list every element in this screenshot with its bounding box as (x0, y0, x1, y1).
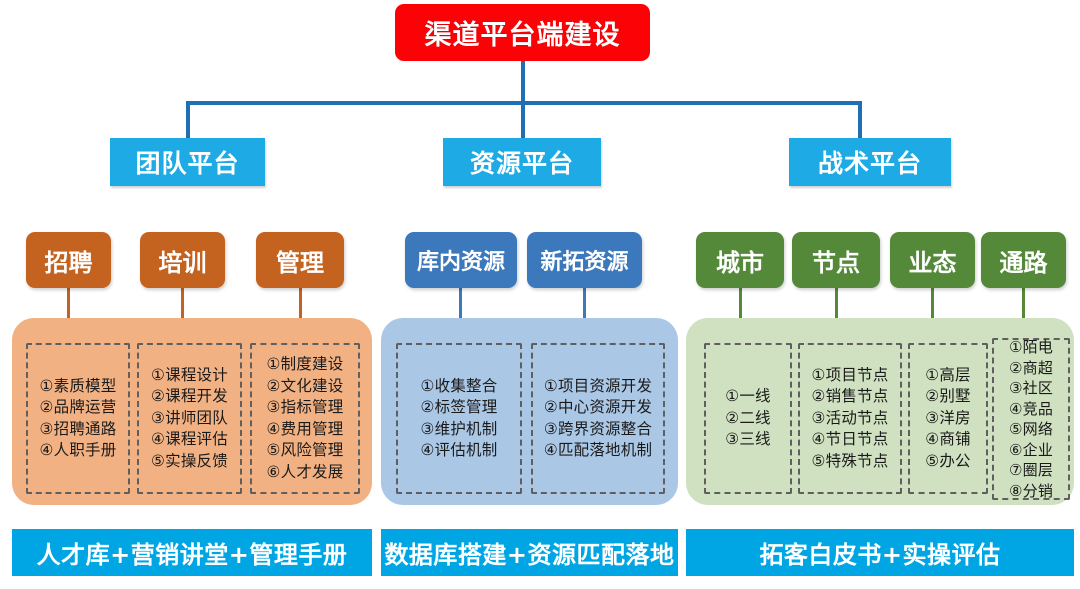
connector-chip-xintuo (583, 288, 586, 346)
chip-label: 培训 (158, 248, 207, 277)
detail-box-tactic-channel: ①陌电 ②商超 ③社区 ④竞品 ⑤网络 ⑥企业 ⑦圈层 ⑧分销 (992, 338, 1070, 500)
connector-root-stem (521, 61, 525, 104)
platform-box-resource[interactable]: 资源平台 (443, 138, 601, 186)
footer-banner-team: 人才库+营销讲堂+管理手册 (12, 529, 372, 576)
root-title-label: 渠道平台端建设 (424, 20, 621, 51)
panel-resource-platform (381, 318, 678, 505)
panel-team-platform (12, 318, 372, 505)
platform-box-tactic[interactable]: 战术平台 (789, 138, 951, 186)
connector-chip-peixun (181, 288, 184, 346)
chip-label: 招聘 (44, 248, 93, 277)
platform-label-team: 团队平台 (135, 149, 240, 178)
detail-box-resource-new: ①项目资源开发 ②中心资源开发 ③跨界资源整合 ④匹配落地机制 (531, 343, 665, 494)
chip-label: 业态 (908, 248, 957, 277)
platform-box-team[interactable]: 团队平台 (110, 138, 265, 186)
detail-list: ①一线 ②二线 ③三线 (725, 387, 771, 449)
chip-label: 新拓资源 (540, 250, 629, 275)
footer-label: 人才库+营销讲堂+管理手册 (36, 541, 348, 569)
chip-label: 通路 (999, 248, 1048, 277)
detail-list: ①项目资源开发 ②中心资源开发 ③跨界资源整合 ④匹配落地机制 (543, 376, 653, 460)
chip-label: 城市 (716, 248, 764, 277)
detail-box-tactic-format: ①高层 ②别墅 ③洋房 ④商铺 ⑤办公 (908, 343, 988, 494)
detail-list: ①收集整合 ②标签管理 ③维护机制 ④评估机制 (420, 376, 498, 460)
detail-box-team-recruitment: ①素质模型 ②品牌运营 ③招聘通路 ④人职手册 (26, 343, 130, 494)
detail-box-resource-internal: ①收集整合 ②标签管理 ③维护机制 ④评估机制 (396, 343, 522, 494)
platform-label-resource: 资源平台 (469, 149, 574, 178)
connector-chip-guanli (299, 288, 302, 346)
chip-tactic-city[interactable]: 城市 (696, 232, 784, 288)
panel-tactic-platform (686, 318, 1074, 505)
chip-team-management[interactable]: 管理 (256, 232, 344, 288)
detail-list: ①陌电 ②商超 ③社区 ④竞品 ⑤网络 ⑥企业 ⑦圈层 ⑧分销 (1008, 338, 1054, 500)
detail-list: ①制度建设 ②文化建设 ③指标管理 ④费用管理 ⑤风险管理 ⑥人才发展 (266, 355, 344, 481)
detail-list: ①高层 ②别墅 ③洋房 ④商铺 ⑤办公 (925, 365, 971, 470)
detail-box-tactic-city: ①一线 ②二线 ③三线 (704, 343, 792, 494)
connector-to-resource-platform (521, 101, 525, 141)
connector-chip-chengshi (739, 288, 742, 346)
chip-tactic-channel[interactable]: 通路 (981, 232, 1066, 288)
detail-list: ①项目节点 ②销售节点 ③活动节点 ④节日节点 ⑤特殊节点 (811, 365, 889, 470)
chip-label: 节点 (812, 248, 860, 277)
connector-chip-tonglu (1022, 288, 1025, 346)
connector-chip-jiedian (835, 288, 838, 346)
chip-team-recruitment[interactable]: 招聘 (26, 232, 111, 288)
connector-chip-kunei (459, 288, 462, 346)
connector-chip-yetai (931, 288, 934, 346)
chip-resource-internal[interactable]: 库内资源 (405, 232, 517, 288)
chip-label: 库内资源 (416, 250, 505, 275)
detail-list: ①课程设计 ②课程开发 ③讲师团队 ④课程评估 ⑤实操反馈 (151, 365, 228, 470)
chip-resource-new[interactable]: 新拓资源 (527, 232, 642, 288)
footer-banner-tactic: 拓客白皮书+实操评估 (686, 529, 1074, 576)
detail-box-team-training: ①课程设计 ②课程开发 ③讲师团队 ④课程评估 ⑤实操反馈 (137, 343, 242, 494)
detail-list: ①素质模型 ②品牌运营 ③招聘通路 ④人职手册 (39, 376, 117, 460)
footer-label: 拓客白皮书+实操评估 (759, 541, 1001, 569)
connector-to-team-platform (186, 101, 190, 141)
detail-box-team-management: ①制度建设 ②文化建设 ③指标管理 ④费用管理 ⑤风险管理 ⑥人才发展 (250, 343, 360, 494)
chip-tactic-format[interactable]: 业态 (890, 232, 975, 288)
connector-chip-zhaopin (67, 288, 70, 346)
root-title-box: 渠道平台端建设 (395, 4, 650, 61)
footer-label: 数据库搭建+资源匹配落地 (384, 541, 675, 569)
connector-to-tactic-platform (858, 101, 862, 141)
chip-label: 管理 (276, 248, 324, 277)
detail-box-tactic-node: ①项目节点 ②销售节点 ③活动节点 ④节日节点 ⑤特殊节点 (798, 343, 902, 494)
chip-tactic-node[interactable]: 节点 (792, 232, 880, 288)
platform-label-tactic: 战术平台 (817, 149, 922, 178)
chip-team-training[interactable]: 培训 (140, 232, 225, 288)
footer-banner-resource: 数据库搭建+资源匹配落地 (381, 529, 678, 576)
